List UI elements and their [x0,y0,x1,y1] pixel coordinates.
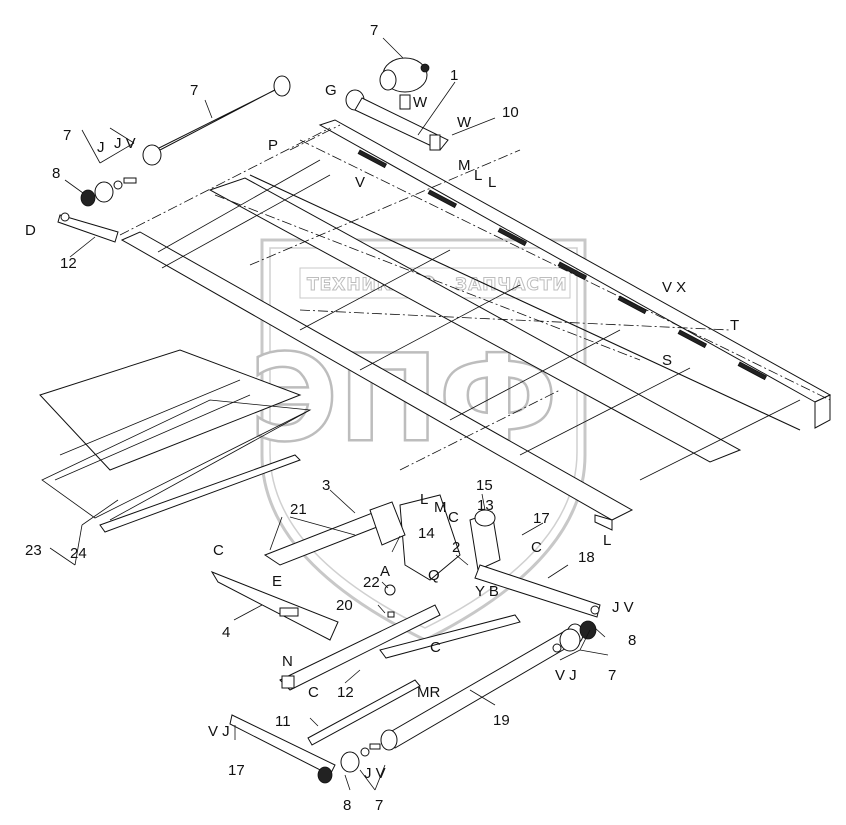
label-2: 2 [452,539,460,556]
number-labels: 12 17 8 7 [228,684,383,814]
label-24: 24 [70,545,87,562]
label-5: 7 [370,22,378,39]
label-7-right: 7 [608,667,616,684]
label-8-bottom: 8 [343,797,351,814]
label-19: 15 [476,477,493,494]
label-c2: C [213,542,224,559]
label-16: 18 [578,549,595,566]
label-g: G [325,82,337,99]
front-beam [120,231,634,521]
bearing-8-right [552,620,597,653]
label-18: 19 [493,712,510,729]
label-l2: L [488,174,496,191]
label-l1: L [474,167,482,184]
plate-4 [210,570,339,641]
label-c4: C [308,684,319,701]
label-jv1: D [25,222,36,239]
label-vj1: J V [612,599,634,616]
label-a: Q [428,567,440,584]
beam-16 [474,564,601,618]
label-vx: T [730,317,739,334]
label-4: 4 [222,624,230,641]
label-q: Y B [475,583,499,600]
label-12: 12 [337,684,354,701]
label-23: 23 [25,542,42,559]
label-7-bottom: 7 [375,797,383,814]
label-c3: C [430,639,441,656]
label-e: A [380,563,390,580]
label-15: 17 [533,510,550,527]
label-w1: W [413,94,428,111]
label-8-right: 8 [628,632,636,649]
roller-6 [142,75,291,166]
label-l4: M [434,499,447,516]
label-w2: W [457,114,472,131]
label-13: 11 [275,713,291,730]
label-j1: J V [114,135,136,152]
bracket-17 [229,714,336,784]
main-frame [39,119,832,531]
label-21: 22 [363,574,380,591]
callout-labels: 7 7 G 1 W 10 W 7 J J V P M L L 8 V D 12 … [25,22,739,782]
label-s: L [603,532,611,549]
bearing-bracket [345,89,449,151]
bottom-rail [99,454,301,533]
slat-strip [307,614,521,746]
label-c5: MR [417,684,440,701]
label-20: 20 [336,597,353,614]
label-6: 7 [190,82,198,99]
label-3: 3 [322,477,330,494]
label-p1: P [268,137,278,154]
label-m1: M [458,157,471,174]
label-yb: N [282,653,293,670]
label-8-top: 8 [52,165,60,182]
bearing-8-bottom [340,743,381,773]
rear-beam-slots [357,149,768,381]
label-jv2: V J [555,667,577,684]
label-14: 10 [502,104,519,121]
leader-lines [49,37,609,791]
label-v1: J [97,139,105,156]
label-p2: V [355,174,365,191]
label-d: V X [662,279,686,296]
label-11: 14 [418,525,435,542]
label-c1: C [531,539,542,556]
label-mr: E [272,573,282,590]
floor-panel [39,349,302,471]
label-1: 1 [450,67,458,84]
label-l3: L [420,491,428,508]
label-n: V J [208,723,230,740]
label-22: 21 [290,501,307,518]
label-m2: C [448,509,459,526]
bearing-8-top [80,177,137,207]
label-7-top: 7 [63,127,71,144]
label-9: 12 [60,255,77,272]
label-17: 17 [228,762,245,779]
beam-12 [279,604,441,691]
label-t: S [662,352,672,369]
drive-motor [379,57,430,110]
link-9 [57,212,119,243]
label-vj2: J V [364,765,386,782]
center-support [263,494,501,618]
label-10: 13 [477,497,494,514]
watermark-company2: ЗАПЧАСТИ [455,275,568,295]
